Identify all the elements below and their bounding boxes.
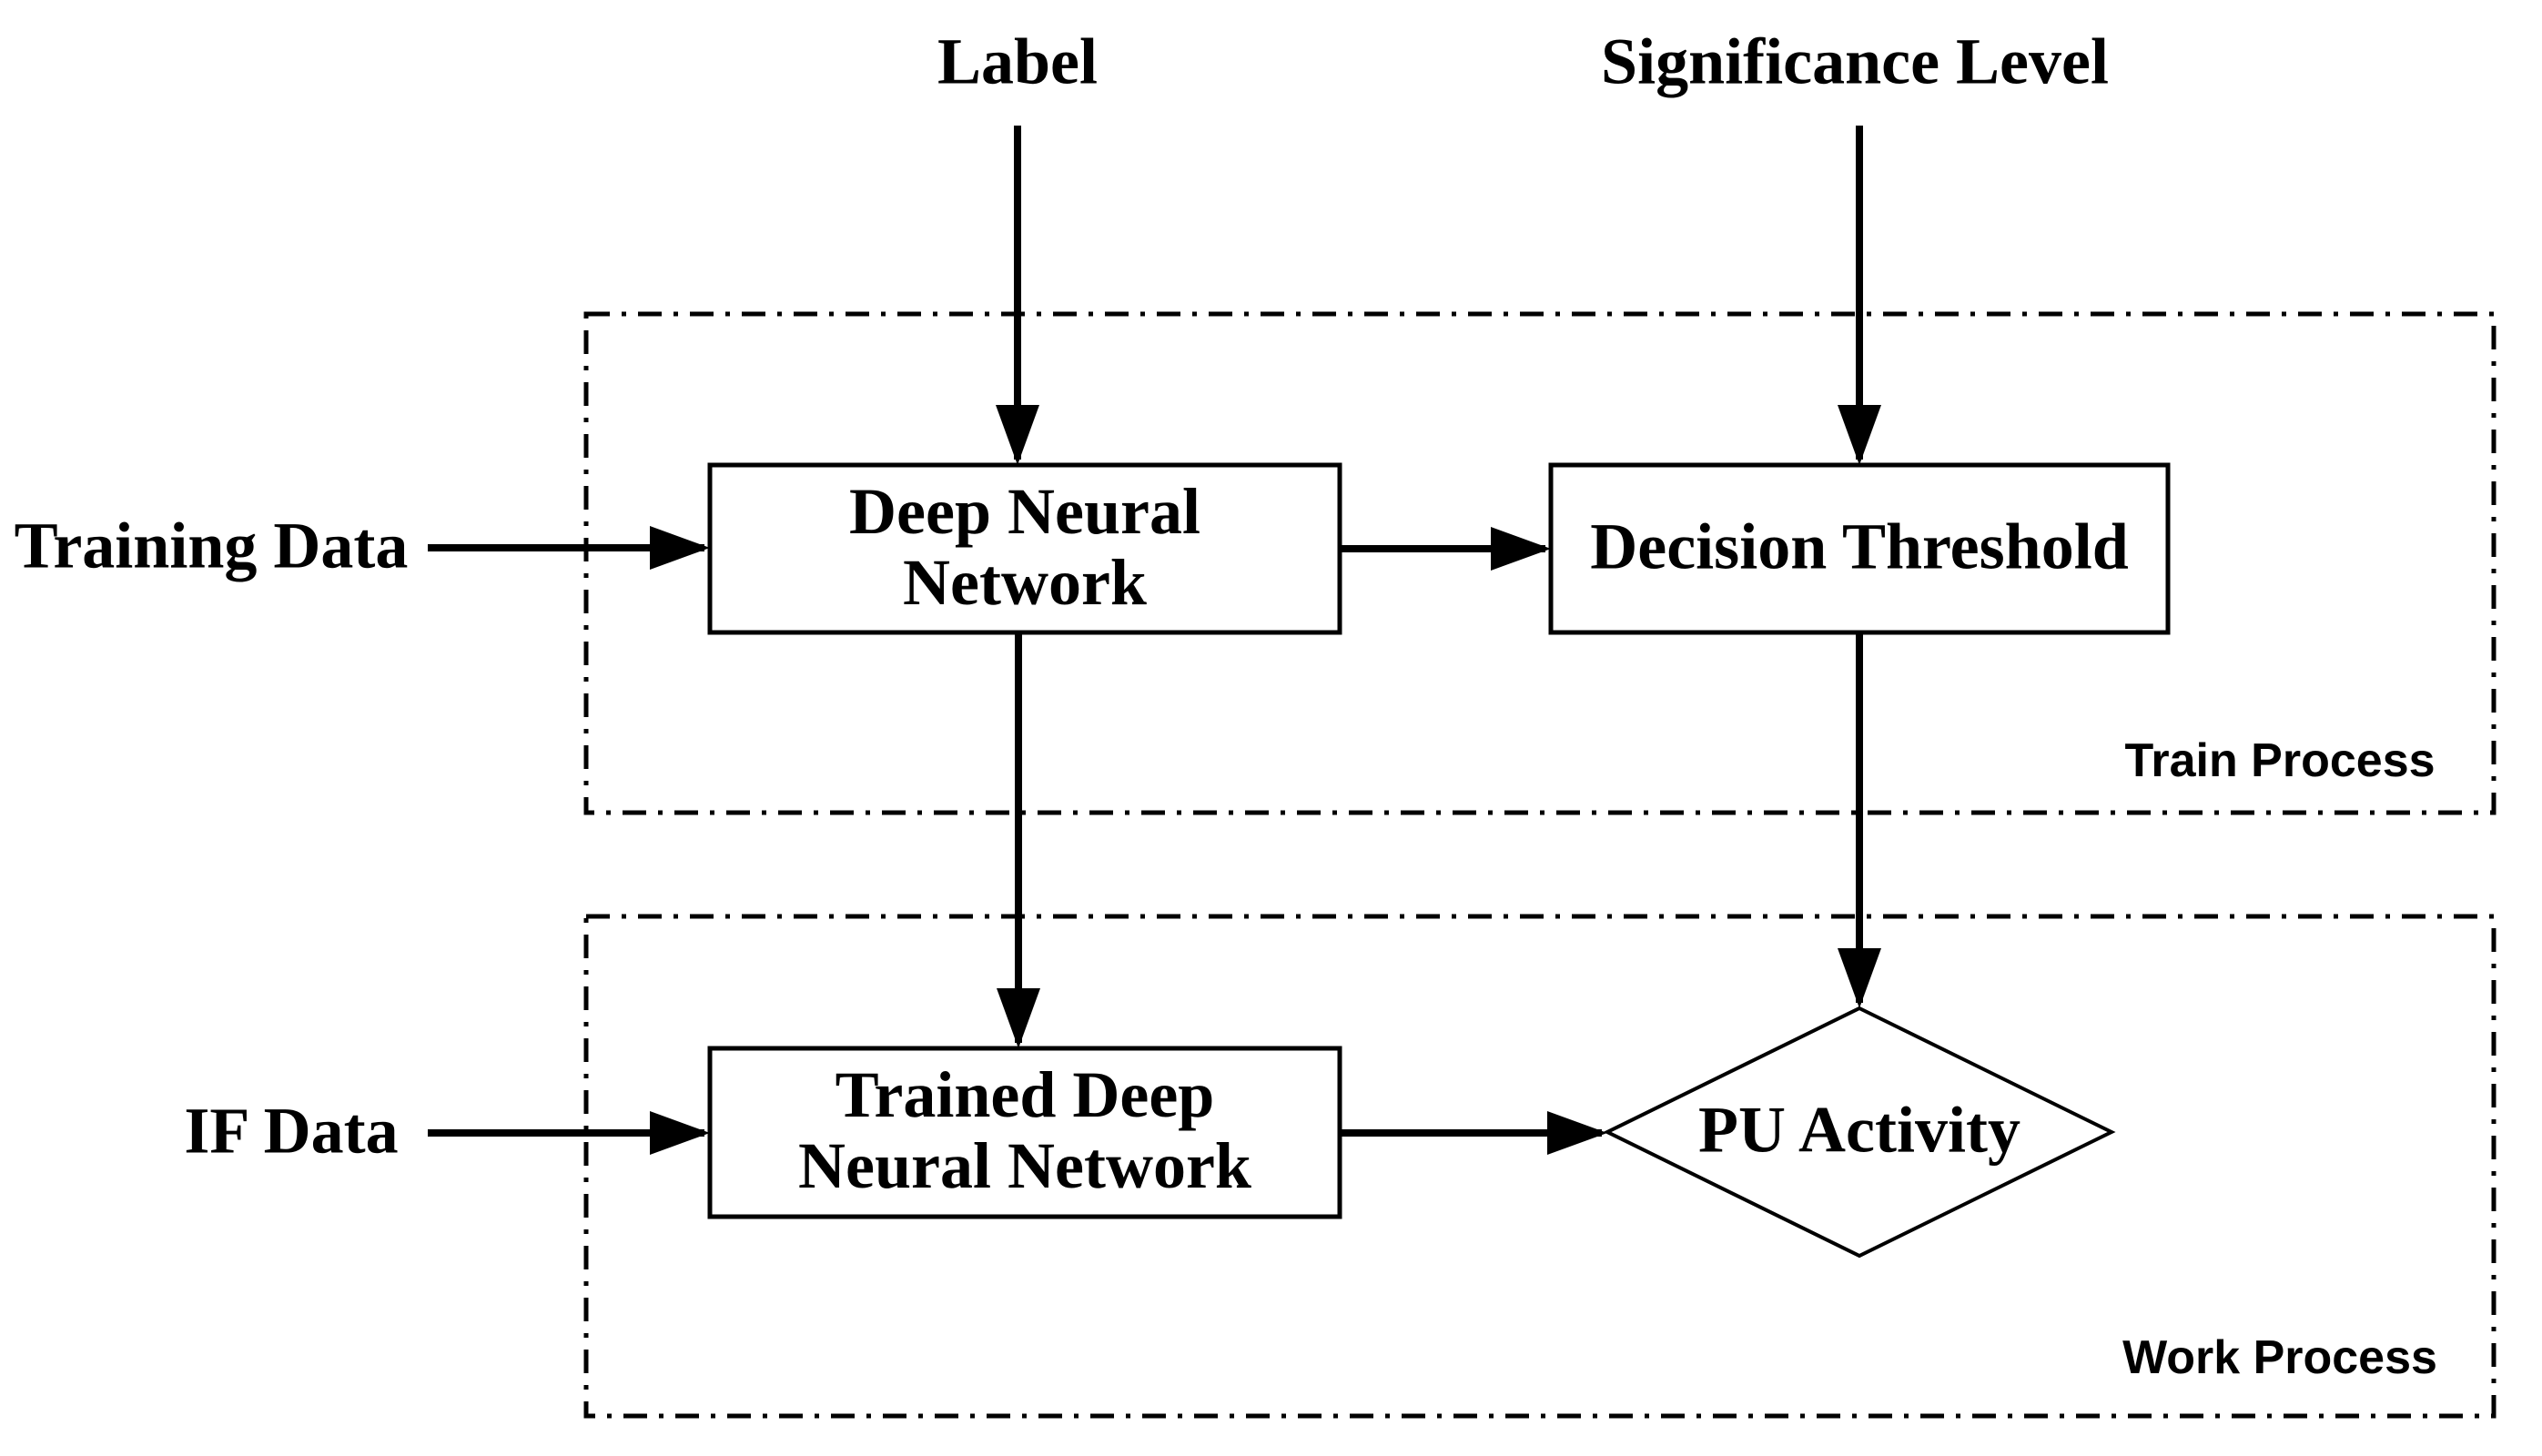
if-data-input-text: IF Data (184, 1094, 399, 1168)
pu-activity-diamond (1603, 1006, 2116, 1259)
deep-neural-network-label: Deep Neural Network (849, 476, 1200, 618)
work-process-boundary (583, 914, 2496, 1419)
train-process-boundary (583, 311, 2496, 815)
trained-deep-neural-network-box (707, 1046, 1342, 1219)
decision-threshold-label: Decision Threshold (1590, 510, 2129, 583)
work-process-caption: Work Process (2122, 1331, 2437, 1384)
training-data-input-text: Training Data (14, 509, 409, 582)
significance-level-input-text: Significance Level (1601, 25, 2109, 98)
label-input-text: Label (937, 25, 1099, 98)
pu-activity-label: PU Activity (1698, 1093, 2020, 1167)
deep-neural-network-label-line1: Deep Neural (849, 475, 1200, 548)
deep-neural-network-label-line2: Network (903, 546, 1147, 619)
trained-deep-neural-network-label-line1: Trained Deep (835, 1058, 1215, 1131)
trained-deep-neural-network-label-line2: Neural Network (798, 1129, 1251, 1202)
decision-threshold-box (1548, 462, 2171, 635)
train-process-caption: Train Process (2124, 734, 2436, 787)
trained-deep-neural-network-label: Trained Deep Neural Network (798, 1059, 1251, 1201)
